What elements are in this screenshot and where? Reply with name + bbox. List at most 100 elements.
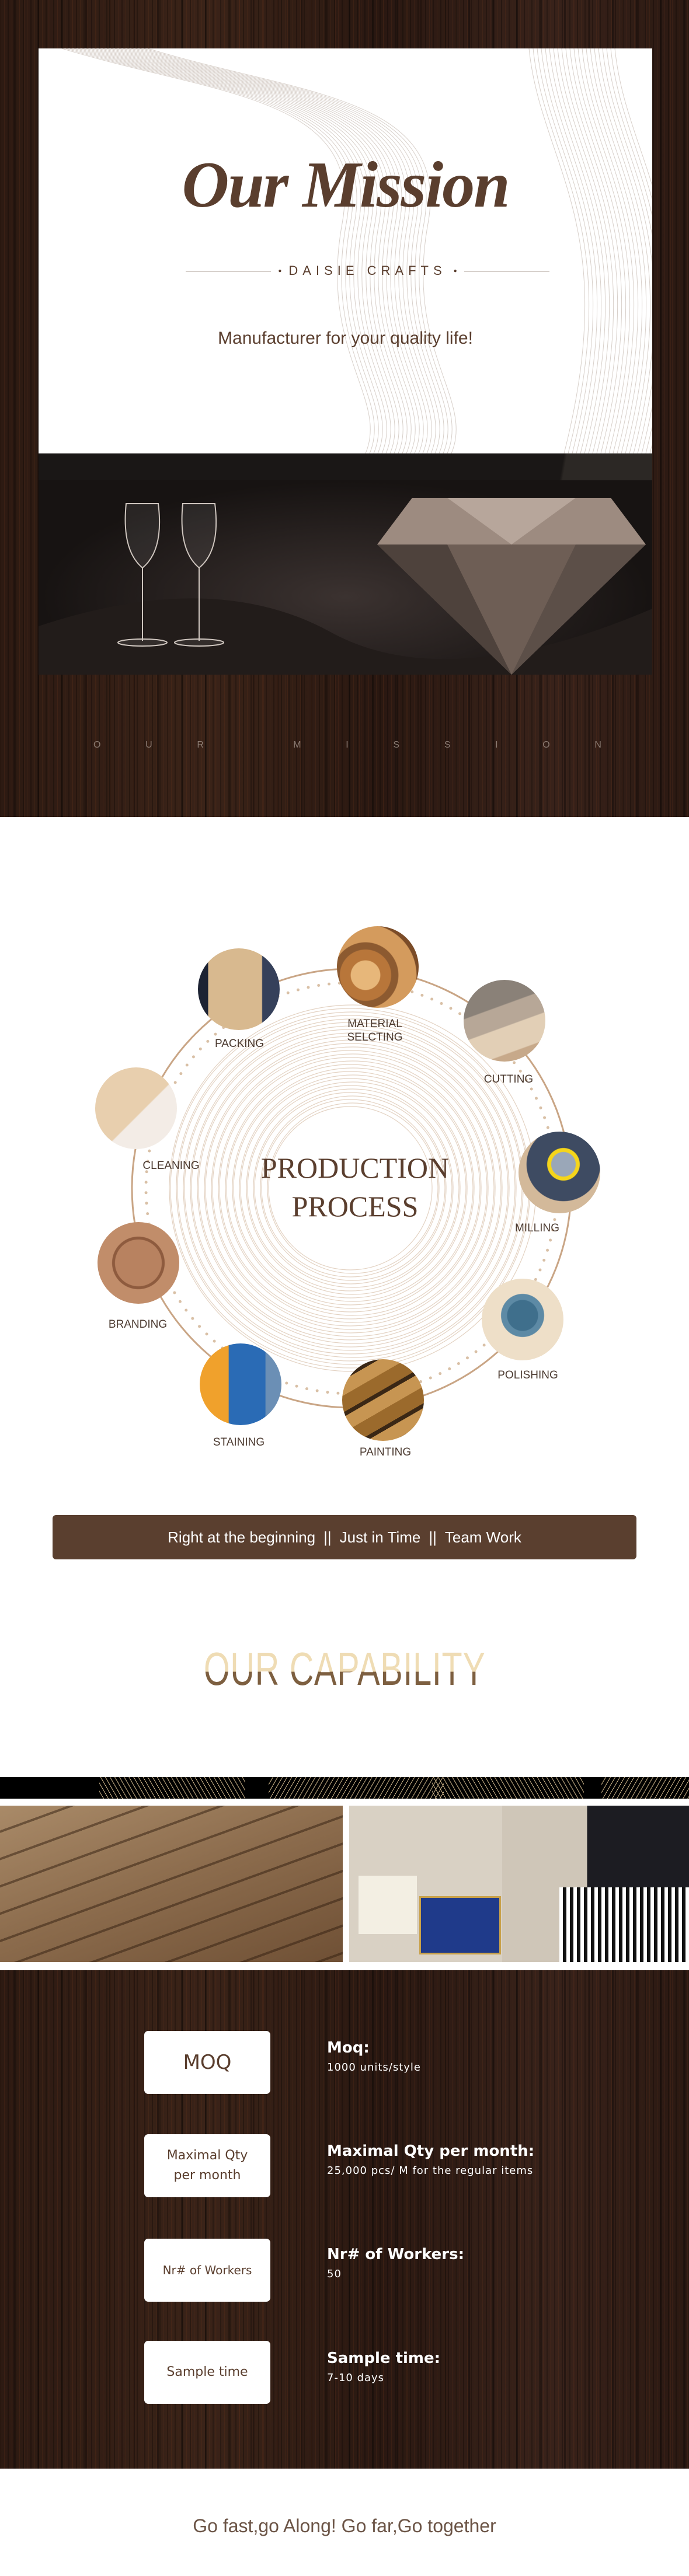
wine-glass-icon (117, 503, 224, 647)
info-title: Nr# of Workers: (327, 2246, 465, 2263)
sample-time-box: Sample time (144, 2341, 270, 2404)
gold-line-decoration (0, 1777, 689, 1799)
workers-box: Nr# of Workers (144, 2239, 270, 2302)
wave-line (98, 48, 408, 453)
motto-item: Just in Time (339, 1528, 421, 1546)
wave-line (65, 48, 375, 453)
tagline: Manufacturer for your quality life! (218, 329, 473, 348)
wave-line (553, 48, 610, 453)
ring (212, 1050, 489, 1327)
blue-box (419, 1896, 501, 1954)
max-qty-box: Maximal Qty per month (144, 2134, 270, 2197)
step-label-cleaning: CLEANING (142, 1160, 200, 1172)
wave-line (147, 48, 457, 453)
ring (205, 1043, 496, 1334)
boxes-display-photo (349, 1806, 689, 1962)
mission-title: Our Mission (182, 149, 510, 221)
step-label-branding: BRANDING (108, 1318, 168, 1331)
wave-line (102, 48, 412, 453)
glasses-diamond-illustration (39, 498, 652, 675)
production-process-section: PRODUCTION PROCESS MATERIAL SELCTING CUT… (0, 875, 689, 1488)
capability-title-wrap: OUR CAPABILITY (0, 1642, 689, 1696)
step-label-painting: PAINTING (359, 1446, 412, 1458)
wave-line (106, 48, 416, 453)
dark-band (39, 453, 652, 480)
wave-line (582, 48, 639, 453)
letter: R (197, 740, 204, 750)
branding-photo (98, 1222, 179, 1304)
step-label-polishing: POLISHING (497, 1369, 558, 1381)
packing-photo (198, 948, 280, 1030)
workers-info: Nr# of Workers: 50 (327, 2246, 464, 2280)
capability-title: OUR CAPABILITY (203, 1643, 486, 1695)
moq-box: MOQ (144, 2031, 270, 2094)
dot: ● (278, 267, 282, 274)
info-value: 25,000 pcs/ M for the regular items (327, 2165, 534, 2177)
letter: I (346, 740, 349, 750)
ring (219, 1057, 482, 1320)
wave-line (598, 48, 652, 453)
ring (254, 1092, 447, 1284)
info-title: Sample time: (327, 2350, 441, 2367)
ring (240, 1078, 461, 1299)
motto-item: Right at the beginning (168, 1528, 316, 1546)
motto-separator: || (429, 1528, 437, 1546)
staining-photo (200, 1343, 281, 1425)
ring (211, 1046, 495, 1330)
wave-line (135, 48, 444, 453)
letter: S (393, 740, 400, 750)
mission-section: Our Mission ● DAISIE CRAFTS ● Manufactur… (0, 0, 689, 817)
striped-box (559, 1887, 689, 1962)
wave-line (610, 48, 652, 453)
ring (225, 1060, 481, 1316)
cutting-photo (464, 980, 545, 1062)
brand-name: DAISIE CRAFTS (288, 263, 447, 278)
wave-line (533, 48, 590, 453)
wave-line (606, 48, 652, 453)
wave-line (86, 48, 395, 453)
moq-info: Moq: 1000 units/style (327, 2039, 421, 2074)
ring (184, 1022, 517, 1355)
wave-line (143, 48, 453, 453)
milling-photo (519, 1132, 600, 1213)
info-value: 1000 units/style (327, 2061, 422, 2074)
ring (198, 1036, 503, 1341)
wave-line (594, 48, 651, 453)
wave-line (69, 48, 379, 453)
wave-line (561, 48, 618, 453)
brand-row: ● DAISIE CRAFTS ● (186, 262, 549, 280)
ring (233, 1071, 468, 1306)
info-title: Moq: (327, 2039, 370, 2057)
wave-line (139, 48, 448, 453)
ring (246, 1081, 460, 1295)
ring (261, 1099, 440, 1277)
ring (226, 1064, 475, 1313)
wave-line (569, 48, 627, 453)
letter: N (594, 740, 601, 750)
wave-line (602, 48, 652, 453)
ring (253, 1088, 453, 1288)
wave-line (61, 48, 371, 453)
our-mission-spaced-text: O U R M I S S I O N (93, 740, 601, 751)
process-title-line2: PROCESS (291, 1190, 419, 1223)
painting-photo (342, 1359, 424, 1441)
info-value: 50 (327, 2268, 342, 2280)
dot: ● (453, 267, 457, 274)
wave-line (614, 48, 652, 453)
letter: O (93, 740, 101, 750)
polishing-photo (482, 1279, 563, 1360)
letter: I (495, 740, 498, 750)
ring (239, 1074, 467, 1302)
diamond-icon (377, 498, 646, 675)
motto-separator: || (323, 1528, 332, 1546)
process-title: PRODUCTION PROCESS (238, 1149, 472, 1226)
wave-line (545, 48, 602, 453)
letter: U (145, 740, 152, 750)
footer-slogan: Go fast,go Along! Go far,Go together (193, 2515, 496, 2536)
step-label-material-selecting: MATERIAL SELCTING (328, 1017, 422, 1044)
wave-line (78, 48, 387, 453)
wave-line (114, 48, 424, 453)
wave-line (590, 48, 647, 453)
white-box (359, 1876, 417, 1934)
material-selecting-photo (337, 926, 419, 1008)
